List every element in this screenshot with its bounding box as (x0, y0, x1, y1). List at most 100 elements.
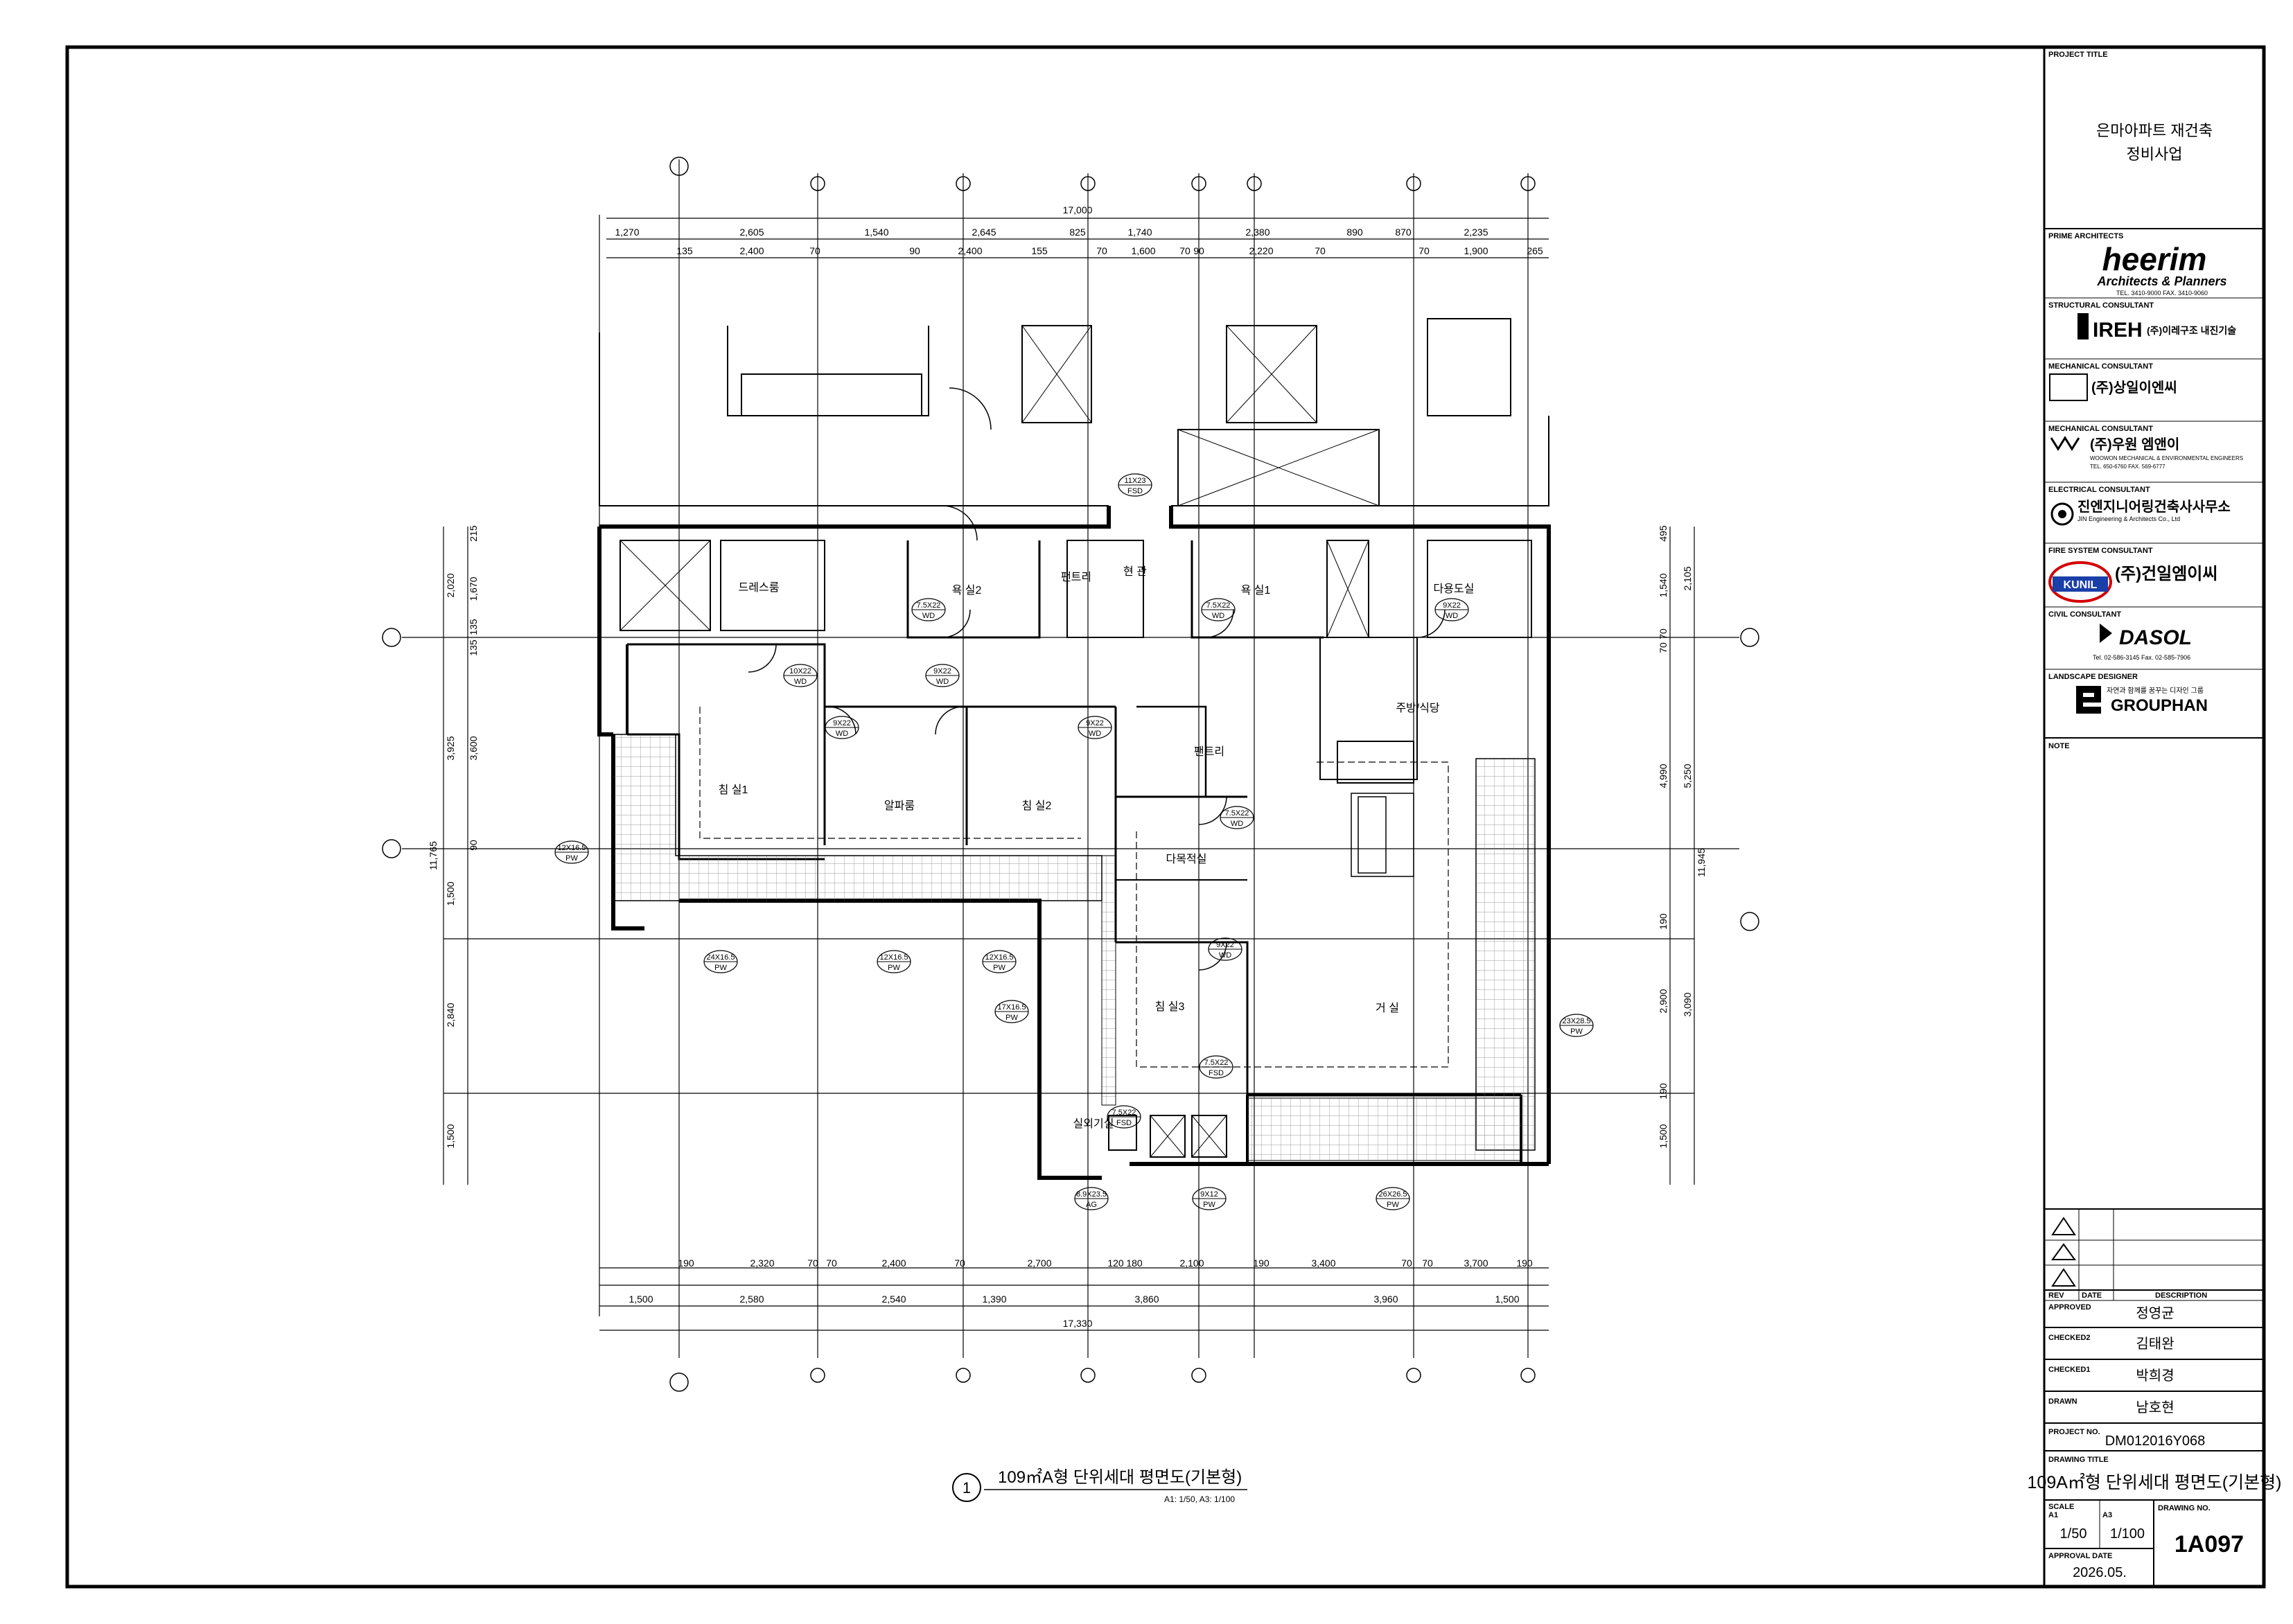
window-tags: 12X16.5PW24X16.5PW12X16.5PW12X16.5PW17X1… (554, 840, 1594, 1210)
dim-top-subsegment: 70 (1418, 245, 1430, 256)
ireh-name-kr: (주)이레구조 내진기술 (2147, 325, 2236, 336)
dim-bottom-subsegment: 70 (1401, 1257, 1412, 1269)
window-tag-type: PW (1005, 1014, 1018, 1022)
window-tag-type: PW (1203, 1201, 1215, 1209)
door-tag-type: WD (836, 730, 848, 738)
dim-right-subsegment: 70 (1658, 642, 1669, 653)
plan-walls (597, 506, 1551, 1180)
room-bedroom2: 침 실2 (1022, 800, 1052, 812)
dim-right-segment: 5,250 (1682, 764, 1693, 788)
dim-left-segment: 2,840 (445, 1003, 456, 1027)
window-tag: 24X16.5PW (703, 950, 738, 973)
dim-top-subsegment: 70 (809, 245, 820, 256)
dim-left-subsegment: 135 (468, 619, 479, 635)
mechanical-label-1: MECHANICAL CONSULTANT (2048, 362, 2153, 371)
window-tag-size: 9X12 (1200, 1190, 1218, 1199)
dim-top-segment: 1,270 (615, 227, 639, 238)
project-no-label: PROJECT NO. (2048, 1428, 2100, 1436)
door-tag-type: FSD (1116, 1119, 1132, 1127)
room-entrance: 현 관 (1123, 565, 1147, 578)
caption-scale: A1: 1/50, A3: 1/100 (1164, 1494, 1235, 1504)
door-tag-size: 9X22 (1086, 719, 1104, 727)
dim-right-subsegment: 190 (1658, 913, 1669, 930)
door-tag-size: 7.5X22 (1204, 1059, 1229, 1067)
grid-bubbles (382, 157, 1759, 1392)
dim-top-subsegment: 90 (909, 245, 920, 256)
room-alpha: 알파룸 (884, 800, 915, 812)
dim-left-subsegment: 90 (468, 840, 479, 851)
door-tag-type: WD (1219, 951, 1231, 960)
civil-label: CIVIL CONSULTANT (2048, 610, 2121, 619)
dim-bottom-subsegment: 190 (1516, 1257, 1533, 1269)
dim-left-segment: 3,925 (445, 736, 456, 760)
dim-top-subsegment: 70 (1179, 245, 1191, 256)
door-tag-type: WD (794, 678, 807, 686)
heerim-subtitle: Architects & Planners (2096, 274, 2226, 288)
dim-bottom-segment: 3,860 (1134, 1294, 1159, 1305)
window-tag-type: PW (993, 964, 1005, 972)
checked1-name: 박희경 (2136, 1368, 2174, 1384)
heerim-logo: heerim (2102, 241, 2207, 277)
room-living: 거 실 (1376, 1002, 1399, 1014)
dim-right-subsegment: 4,990 (1658, 764, 1669, 788)
dim-bottom-total: 17,330 (1063, 1318, 1093, 1329)
dasol-name: DASOL (2119, 626, 2192, 649)
window-tag-size: 24X16.5 (707, 953, 735, 962)
dim-left-subsegment: 3,600 (468, 736, 479, 760)
door-tag-type: WD (1212, 612, 1224, 620)
room-bath1: 욕 실1 (1241, 584, 1271, 597)
caption-number-circle (952, 1473, 981, 1502)
dim-top-subsegment: 90 (1193, 245, 1204, 256)
dim-bottom-subsegment: 180 (1126, 1257, 1143, 1269)
dim-bottom-subsegment: 120 (1107, 1257, 1124, 1269)
window-tag-type: AG (1086, 1201, 1097, 1209)
door-tag-type: WD (936, 678, 949, 686)
window-tag-type: PW (888, 964, 900, 972)
dim-bottom-subsegment: 3,700 (1464, 1257, 1488, 1269)
scale-a1: 1/50 (2060, 1526, 2087, 1542)
dim-right-segment: 3,090 (1682, 992, 1693, 1016)
rev-label: REV (2048, 1291, 2064, 1300)
window-tag-type: PW (1570, 1027, 1583, 1036)
dim-bottom-subsegment: 2,700 (1027, 1257, 1051, 1269)
door-tags: 11X23FSD7.5X22WD7.5X22WD9X22WD10X22WD9X2… (783, 473, 1469, 1129)
door-tag-type: WD (1446, 612, 1458, 620)
scale-a1-label: A1 (2048, 1511, 2058, 1519)
grid-lines (402, 159, 1739, 1358)
dim-top-segment: 890 (1346, 227, 1363, 238)
structural-label: STRUCTURAL CONSULTANT (2048, 301, 2154, 310)
caption-title: 109㎡A형 단위세대 평면도(기본형) (998, 1468, 1242, 1487)
woowon-tel: TEL. 650-6760 FAX. 569-6777 (2090, 464, 2165, 470)
dim-top-subsegment: 70 (1096, 245, 1107, 256)
window-tag-size: 8.9X23.5 (1076, 1190, 1107, 1199)
dim-top-subsegment: 265 (1527, 245, 1543, 256)
dim-top-subsegment: 1,900 (1464, 245, 1488, 256)
woowon-sub: WOOWON MECHANICAL & ENVIRONMENTAL ENGINE… (2090, 455, 2243, 461)
door-tag-size: 9X22 (833, 719, 851, 727)
dim-right-subsegment: 190 (1658, 1083, 1669, 1100)
room-dress-room: 드레스룸 (739, 581, 780, 594)
dim-right-subsegment: 495 (1658, 525, 1669, 542)
grouphan-slogan: 자연과 함께를 꿈꾸는 디자인 그룹 (2107, 687, 2204, 695)
dim-top-segment: 2,605 (739, 227, 764, 238)
dim-bottom-subsegment: 2,400 (881, 1257, 906, 1269)
door-tag-type: WD (1089, 730, 1101, 738)
door-tag-size: 7.5X22 (1206, 601, 1231, 610)
project-title-line2: 정비사업 (2127, 145, 2183, 163)
door-tag-size: 7.5X22 (917, 601, 941, 610)
jin-sub: JIN Engineering & Architects Co., Ltd (2077, 515, 2180, 522)
prime-architects-label: PRIME ARCHITECTS (2048, 232, 2123, 240)
dim-bottom-subsegment: 2,100 (1179, 1257, 1204, 1269)
window-tag-size: 12X16.5 (880, 953, 908, 962)
fire-label: FIRE SYSTEM CONSULTANT (2048, 547, 2153, 555)
dim-bottom-subsegment: 70 (1422, 1257, 1433, 1269)
dim-top-total: 17,000 (1063, 204, 1093, 215)
window-tag: 8.9X23.5AG (1074, 1187, 1109, 1210)
mechanical-label-2: MECHANICAL CONSULTANT (2048, 425, 2153, 433)
kunil-logo-ring (2048, 561, 2112, 603)
